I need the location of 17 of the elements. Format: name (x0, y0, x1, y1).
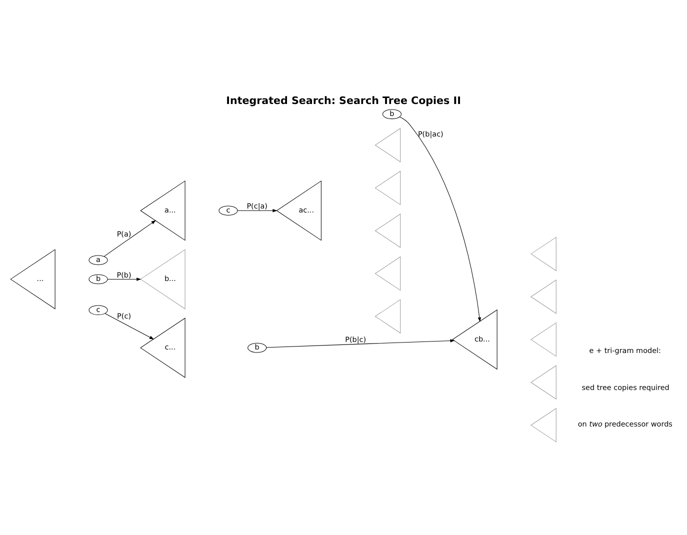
arrow (104, 220, 156, 256)
arrow (237, 208, 278, 212)
arrow (266, 338, 455, 348)
arrow (104, 312, 154, 340)
node-triangle (530, 279, 556, 314)
arrow (399, 116, 482, 322)
node-triangle (374, 213, 401, 248)
node-triangle (530, 364, 556, 400)
node-triangle (530, 407, 556, 442)
diagram-title: Integrated Search: Search Tree Copies II (226, 94, 461, 106)
node-triangle (530, 322, 556, 356)
node-triangle (374, 127, 401, 162)
node-triangle (530, 236, 556, 271)
node-triangle (374, 298, 401, 334)
arrow (107, 277, 142, 280)
node-triangle (374, 256, 401, 290)
node-triangle (374, 170, 401, 205)
